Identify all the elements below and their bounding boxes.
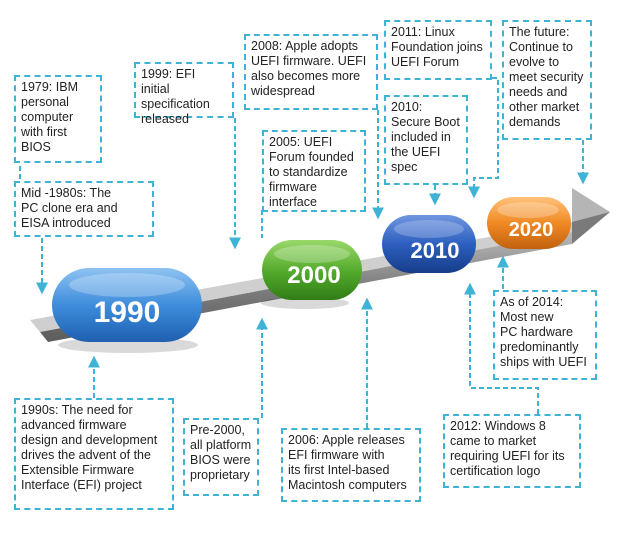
year-label-2010: 2010 [411, 238, 460, 263]
event-mid-1980s: Mid -1980s: The PC clone era and EISA in… [14, 181, 154, 237]
year-pill-2020: 2020 [487, 197, 571, 249]
year-pill-2010: 2010 [382, 215, 476, 273]
event-future: The future: Continue to evolve to meet s… [502, 20, 592, 140]
event-2011: 2011: Linux Foundation joins UEFI Forum [384, 20, 492, 80]
event-pre-2000: Pre-2000, all platform BIOS were proprie… [183, 418, 259, 496]
year-label-2020: 2020 [509, 219, 554, 241]
event-2012: 2012: Windows 8 came to market requiring… [443, 414, 581, 488]
year-label-2000: 2000 [287, 262, 340, 289]
event-1979: 1979: IBM personal computer with first B… [14, 75, 102, 163]
event-2005: 2005: UEFI Forum founded to standardize … [262, 130, 366, 212]
year-pill-1990: 1990 [52, 268, 202, 342]
event-2008: 2008: Apple adopts UEFI firmware. UEFI a… [244, 34, 378, 110]
year-pill-2000: 2000 [262, 240, 362, 300]
event-2006: 2006: Apple releases EFI firmware with i… [281, 428, 421, 502]
connector-2012 [464, 282, 539, 414]
year-label-1990: 1990 [94, 296, 161, 329]
event-1999: 1999: EFI initial specification released [134, 62, 234, 126]
connector-2011 [468, 77, 499, 199]
event-2014: As of 2014: Most new PC hardware predomi… [493, 290, 597, 380]
event-1990s: 1990s: The need for advanced firmware de… [14, 398, 174, 510]
event-2010: 2010: Secure Boot included in the UEFI s… [384, 95, 468, 185]
